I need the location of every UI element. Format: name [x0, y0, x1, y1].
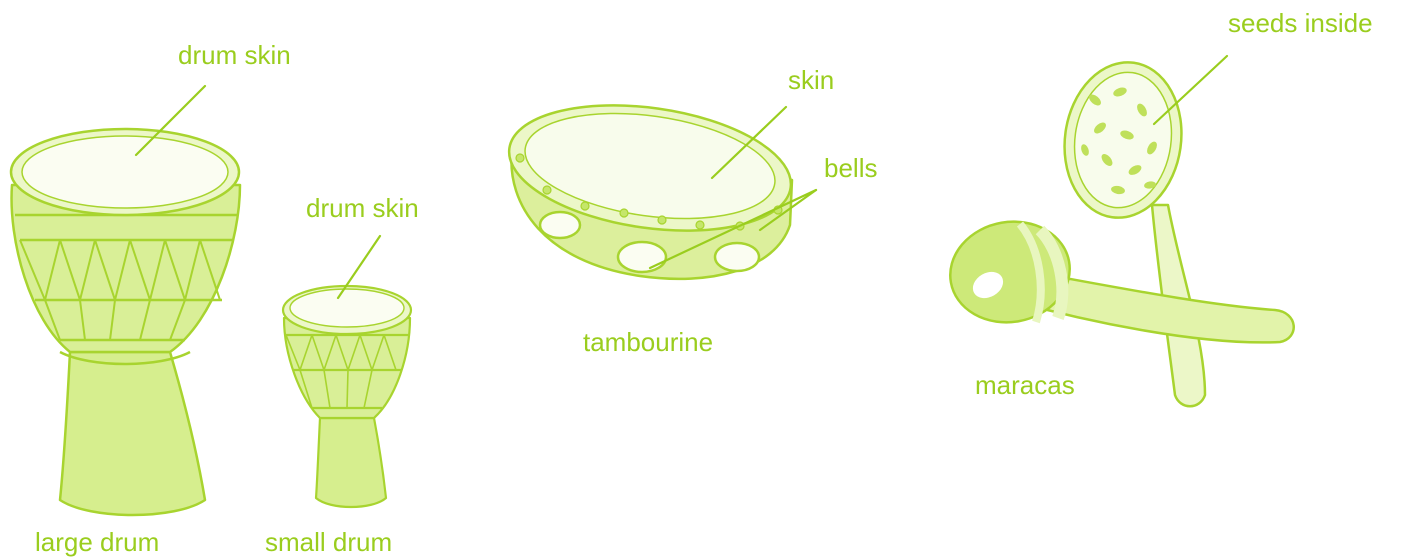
small-drum-illustration — [283, 286, 411, 507]
tambourine-illustration — [501, 89, 799, 279]
label-large-drum: large drum — [35, 527, 159, 557]
label-tambourine-skin: skin — [788, 65, 834, 95]
label-small-drum: small drum — [265, 527, 392, 557]
label-maracas: maracas — [975, 370, 1075, 400]
maracas-illustration — [942, 55, 1294, 407]
label-seeds-inside: seeds inside — [1228, 8, 1373, 38]
label-bells: bells — [824, 153, 877, 183]
label-small-drum-skin: drum skin — [306, 193, 419, 223]
label-large-drum-skin: drum skin — [178, 40, 291, 70]
label-tambourine: tambourine — [583, 327, 713, 357]
large-drum-illustration — [11, 129, 240, 515]
